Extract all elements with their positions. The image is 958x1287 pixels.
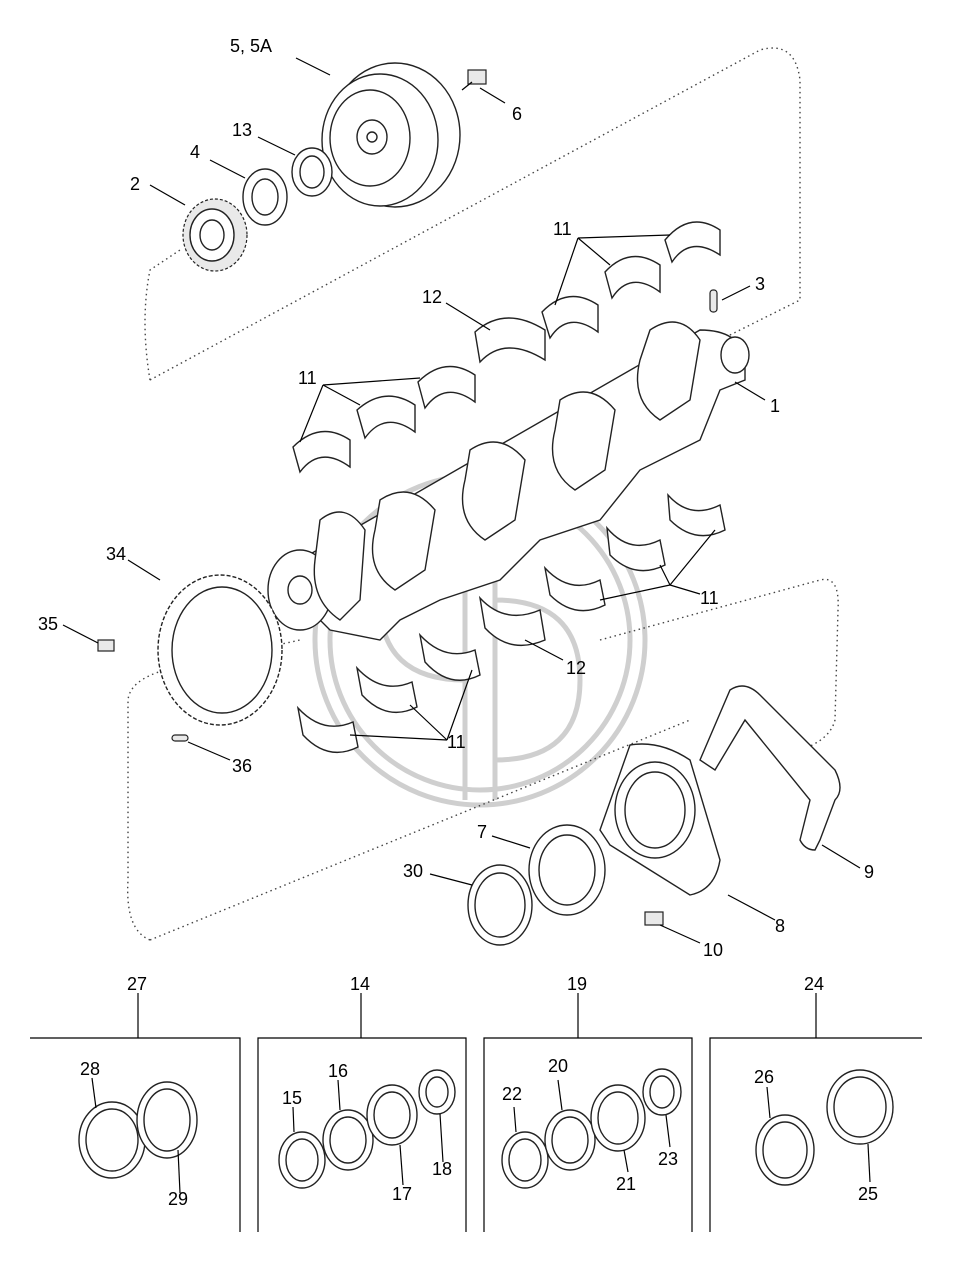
callout-8: 8 (775, 916, 785, 936)
crankshaft-gear (182, 198, 248, 272)
kit-box-24: 24 26 25 (709, 974, 922, 1232)
callout-6: 6 (512, 104, 522, 124)
part-16-label: 16 (328, 1061, 348, 1081)
kit-19-label: 19 (567, 974, 587, 994)
upper-boundary-dotted (144, 47, 801, 381)
kit-box-14: 14 16 15 18 17 (257, 974, 467, 1232)
callout-10: 10 (703, 940, 723, 960)
part-25-label: 25 (858, 1184, 878, 1204)
part-23-label: 23 (658, 1149, 678, 1169)
kit-box-27: 27 28 29 (30, 974, 241, 1232)
pulley-bolt (461, 69, 487, 91)
part-17-label: 17 (392, 1184, 412, 1204)
rear-cover-gasket (699, 685, 841, 851)
callout-30: 30 (403, 861, 423, 881)
dowel-pin (709, 289, 718, 313)
callout-9: 9 (864, 862, 874, 882)
callout-4: 4 (190, 142, 200, 162)
upper-bearing-shells (292, 221, 721, 474)
kit-box-19: 19 20 22 23 21 (483, 974, 693, 1232)
part-29-label: 29 (168, 1189, 188, 1209)
leader-lines (62, 57, 861, 944)
crankshaft-pulley (321, 62, 461, 208)
rear-seal-housing (599, 743, 721, 896)
callout-5-5a: 5, 5A (230, 36, 272, 56)
kit-24-label: 24 (804, 974, 824, 994)
callout-11-lower-right: 11 (700, 588, 719, 608)
crankshaft (267, 321, 750, 641)
callout-11-upper-right: 11 (553, 219, 572, 239)
ring-gear-bolt (97, 639, 115, 652)
callout-11-upper-left: 11 (298, 368, 317, 388)
reluctor-ring-gear (157, 574, 283, 726)
ring-gear-pin (171, 734, 189, 742)
lower-bearing-shells (296, 492, 726, 754)
callout-1: 1 (770, 396, 780, 416)
callout-3: 3 (755, 274, 765, 294)
part-28-label: 28 (80, 1059, 100, 1079)
kit-27-label: 27 (127, 974, 147, 994)
part-20-label: 20 (548, 1056, 568, 1076)
part-15-label: 15 (282, 1088, 302, 1108)
callout-34: 34 (106, 544, 126, 564)
callout-36: 36 (232, 756, 252, 776)
part-22-label: 22 (502, 1084, 522, 1104)
lower-boundary-dotted (126, 578, 839, 941)
callout-12-upper: 12 (422, 287, 442, 307)
callout-11-lower-left: 11 (447, 732, 466, 752)
part-21-label: 21 (616, 1174, 636, 1194)
callout-2: 2 (130, 174, 140, 194)
callout-35: 35 (38, 614, 58, 634)
part-18-label: 18 (432, 1159, 452, 1179)
part-26-label: 26 (754, 1067, 774, 1087)
callout-7: 7 (477, 822, 487, 842)
callout-12-lower: 12 (566, 658, 586, 678)
housing-bolt (644, 911, 664, 926)
callout-13: 13 (232, 120, 252, 140)
kit-14-label: 14 (350, 974, 370, 994)
